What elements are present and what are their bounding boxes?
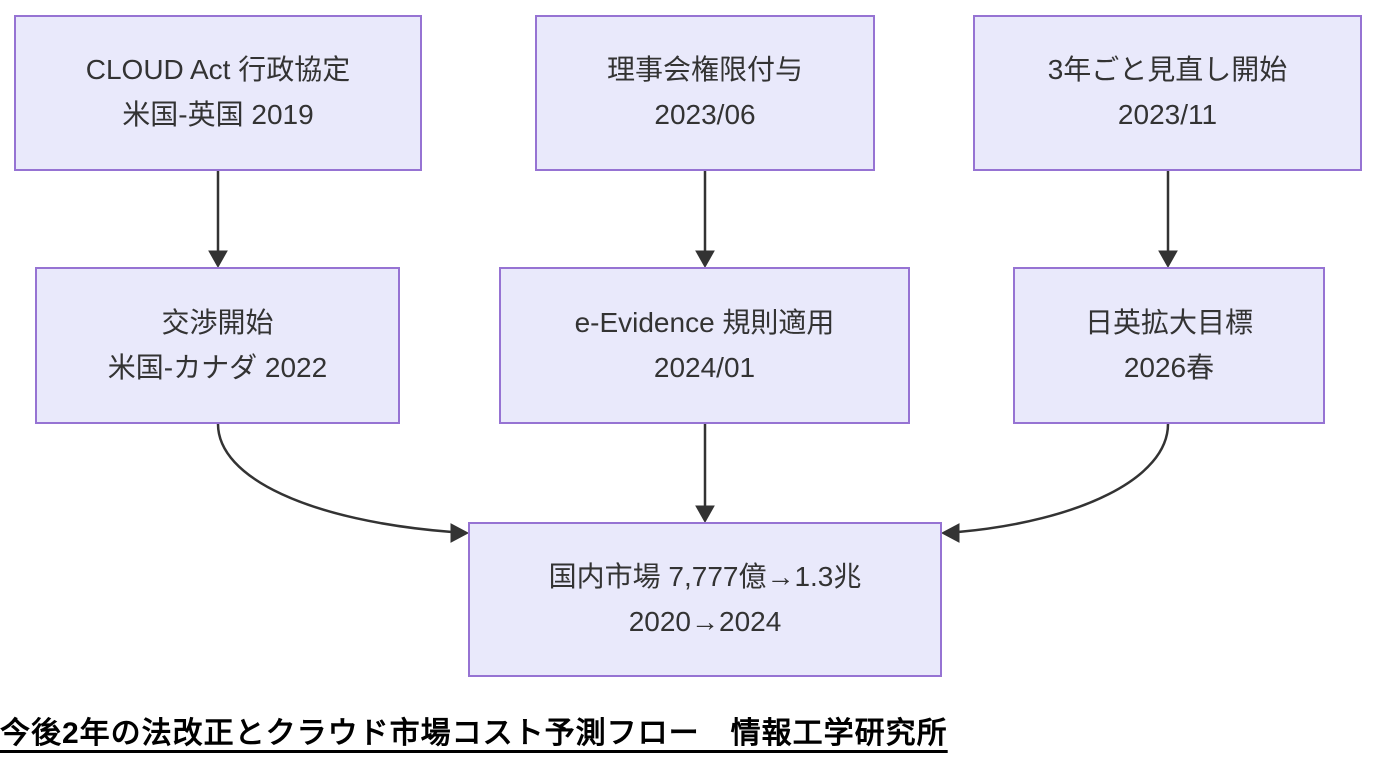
node-line-2: 米国-英国 2019 (122, 99, 314, 130)
node-line-2: 米国-カナダ 2022 (107, 351, 328, 383)
edge-arrowhead-icon (695, 250, 715, 269)
node-line-2: 2023/11 (1117, 99, 1218, 130)
node-japan-uk-expansion: 日英拡大目標 2026春 (1013, 267, 1325, 424)
edge-expansion-to-market (940, 423, 1170, 543)
node-line-2: 2026春 (1123, 351, 1215, 383)
node-cloud-act-agreement: CLOUD Act 行政協定 米国-英国 2019 (14, 15, 422, 171)
edge-arrowhead-icon (1158, 250, 1178, 269)
edge-negotiation-to-market (216, 423, 470, 543)
diagram-title: 今後2年の法改正とクラウド市場コスト予測フロー 情報工学研究所 (0, 717, 948, 750)
node-line-1: e-Evidence 規則適用 (574, 306, 835, 338)
edge-arrowhead-icon (208, 250, 228, 269)
edge-arrowhead-icon (940, 523, 960, 543)
node-line-1: 理事会権限付与 (606, 54, 803, 86)
node-line-1: CLOUD Act 行政協定 (85, 54, 351, 86)
node-board-authorization: 理事会権限付与 2023/06 (535, 15, 875, 171)
node-line-2: 2020→2024 (628, 605, 782, 637)
node-line-1: 交渉開始 (161, 306, 274, 338)
edge-e-evidence-to-market (695, 424, 715, 524)
edge-arrowhead-icon (450, 523, 470, 543)
edge-review-to-expansion (1158, 171, 1178, 269)
node-domestic-market: 国内市場 7,777億→1.3兆 2020→2024 (468, 522, 942, 677)
node-triennial-review-start: 3年ごと見直し開始 2023/11 (973, 15, 1362, 171)
node-negotiation-start: 交渉開始 米国-カナダ 2022 (35, 267, 400, 424)
node-e-evidence-rules: e-Evidence 規則適用 2024/01 (499, 267, 910, 424)
node-line-2: 2024/01 (653, 351, 756, 383)
node-line-1: 国内市場 7,777億→1.3兆 (548, 560, 862, 592)
edge-arrowhead-icon (695, 505, 715, 524)
node-line-1: 3年ごと見直し開始 (1047, 54, 1288, 86)
edge-board-to-e-evidence (695, 171, 715, 269)
node-line-1: 日英拡大目標 (1084, 306, 1253, 338)
node-line-2: 2023/06 (654, 99, 756, 130)
edge-cloud-act-to-negotiation (208, 171, 228, 269)
edge-line (216, 423, 453, 534)
edge-line (957, 423, 1170, 534)
